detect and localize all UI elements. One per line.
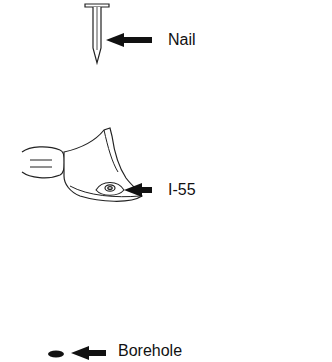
borehole-mark xyxy=(48,351,64,358)
nail-drawing xyxy=(85,4,109,63)
part-label: I-55 xyxy=(168,181,196,199)
pointer-arrow xyxy=(106,33,152,47)
pointer-arrow xyxy=(71,346,106,360)
pointer-arrow xyxy=(124,183,152,197)
part-label: Borehole xyxy=(118,342,182,360)
part-label: Nail xyxy=(168,31,196,49)
i55-drawing xyxy=(22,128,142,201)
